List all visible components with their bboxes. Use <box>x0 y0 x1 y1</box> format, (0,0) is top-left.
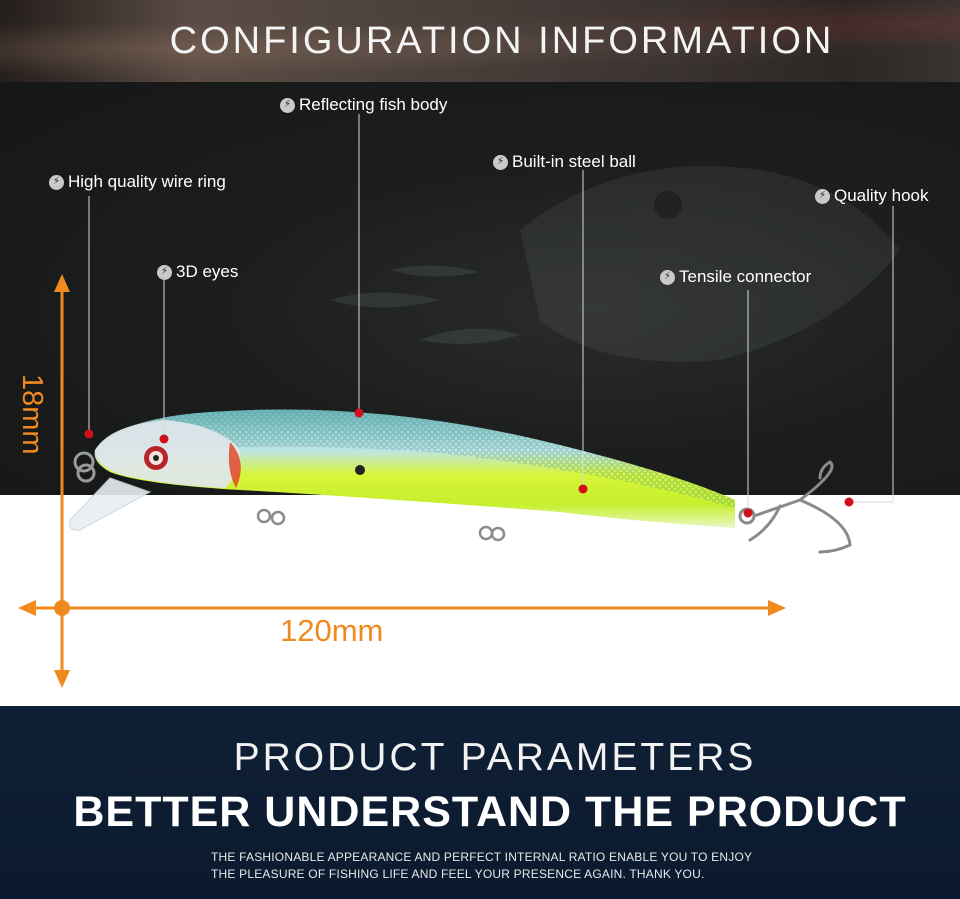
lure-lip <box>69 477 152 531</box>
parameters-banner: PRODUCT PARAMETERS BETTER UNDERSTAND THE… <box>0 706 960 899</box>
note-line: THE PLEASURE OF FISHING LIFE AND FEEL YO… <box>211 867 705 881</box>
height-dimension-label: 18mm <box>16 374 48 455</box>
bolt-icon: ⚡ <box>280 97 295 113</box>
lure-illustration <box>18 114 900 688</box>
callout-label: High quality wire ring <box>68 172 226 191</box>
callout-label: Built-in steel ball <box>512 152 636 171</box>
callout-3d-eyes: ⚡ 3D eyes <box>157 262 238 282</box>
title-banner: CONFIGURATION INFORMATION <box>0 0 960 82</box>
bolt-icon: ⚡ <box>815 188 830 204</box>
length-dimension-label: 120mm <box>280 613 384 648</box>
treble-hook <box>738 460 852 554</box>
note-line: THE FASHIONABLE APPEARANCE AND PERFECT I… <box>211 850 753 864</box>
callout-label: Quality hook <box>834 186 929 205</box>
page-title: CONFIGURATION INFORMATION <box>169 20 835 62</box>
marker-wire-ring <box>84 429 94 439</box>
section-note: THE FASHIONABLE APPEARANCE AND PERFECT I… <box>211 849 752 883</box>
callout-label: Reflecting fish body <box>299 95 448 114</box>
callout-leaders <box>88 114 894 510</box>
lure-head <box>95 420 240 488</box>
marker-eyes <box>159 434 169 444</box>
marker-hook <box>844 497 854 507</box>
belly-hook-rings <box>256 508 506 542</box>
bolt-icon: ⚡ <box>660 269 675 285</box>
section-headline: BETTER UNDERSTAND THE PRODUCT <box>73 788 907 836</box>
section-subtitle: PRODUCT PARAMETERS <box>233 736 757 779</box>
callout-quality-hook: ⚡ Quality hook <box>815 186 929 206</box>
front-wire-ring <box>73 451 96 483</box>
marker-connector <box>743 508 753 518</box>
bolt-icon: ⚡ <box>493 154 508 170</box>
bolt-icon: ⚡ <box>157 264 172 280</box>
marker-body <box>354 408 364 418</box>
callout-tensile-connector: ⚡ Tensile connector <box>660 267 811 287</box>
callout-markers <box>84 408 854 518</box>
marker-steel-ball <box>578 484 588 494</box>
callout-reflecting-body: ⚡ Reflecting fish body <box>280 95 447 115</box>
dimension-arrows <box>18 274 786 688</box>
callout-label: Tensile connector <box>679 267 812 286</box>
callout-steel-ball: ⚡ Built-in steel ball <box>493 152 636 172</box>
bolt-icon: ⚡ <box>49 174 64 190</box>
callout-wire-ring: ⚡ High quality wire ring <box>49 172 226 192</box>
background-fish-art <box>330 166 900 362</box>
callout-label: 3D eyes <box>176 262 239 281</box>
